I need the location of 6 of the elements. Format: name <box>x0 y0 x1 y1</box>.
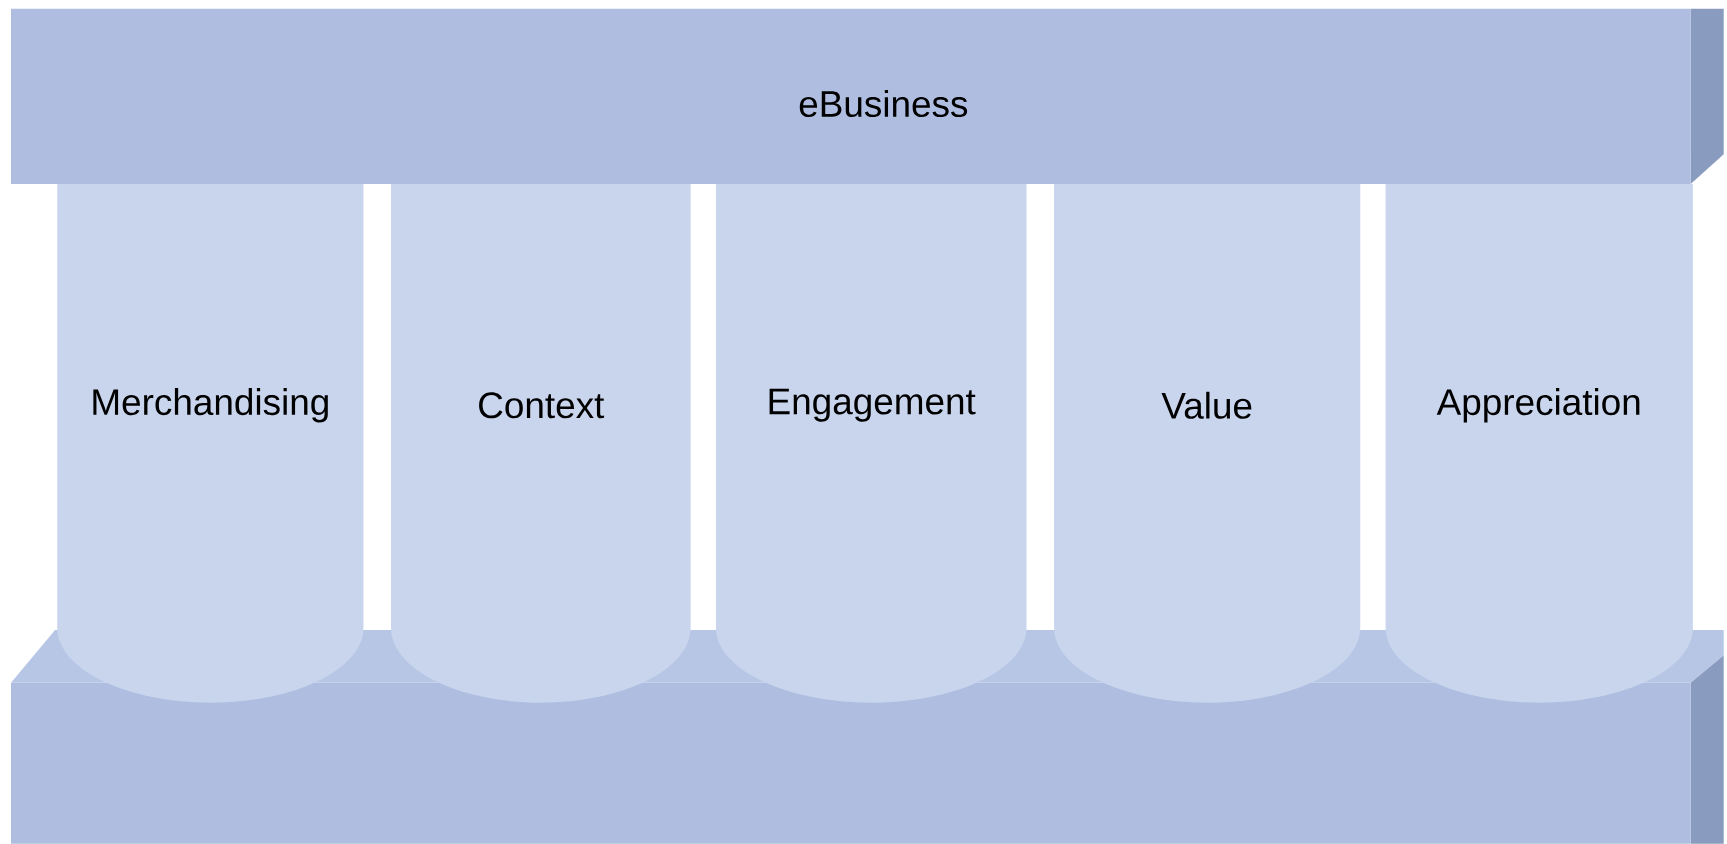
pillar: Engagement <box>715 183 1027 703</box>
pillar: Context <box>391 183 691 703</box>
pillar: Value <box>1054 183 1361 703</box>
roof-beam: eBusiness <box>11 8 1724 184</box>
pillar: Appreciation <box>1385 183 1693 703</box>
pillar: Merchandising <box>57 183 364 703</box>
